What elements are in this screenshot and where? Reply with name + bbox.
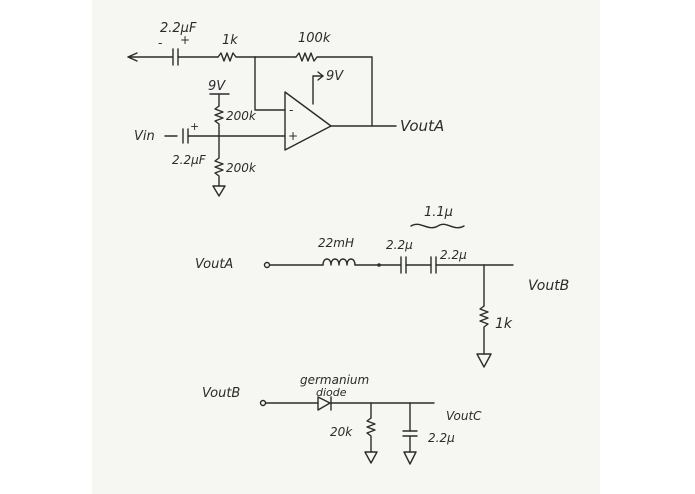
label-inductor: 22mH <box>318 236 354 250</box>
label-cap1: 2.2μ <box>386 238 413 252</box>
label-opamp-plus: + <box>288 129 298 143</box>
stage2-lc-filter <box>263 223 514 368</box>
junction-dot <box>377 263 381 267</box>
inductor <box>322 258 356 266</box>
filter-capacitor <box>402 430 418 453</box>
label-bias-r-bottom: 200k <box>226 161 257 175</box>
label-input-cap-plus: + <box>190 120 199 133</box>
stage3-diode-detector <box>259 396 435 465</box>
label-r-in: 1k <box>222 33 238 48</box>
load-resistor <box>366 417 376 453</box>
supply-arrow <box>317 71 324 81</box>
opamp <box>284 91 332 151</box>
label-cap-fb: 2.2μF <box>160 21 197 36</box>
wire <box>209 93 230 107</box>
ground-symbol <box>476 353 492 368</box>
label-cap-fb-minus: - <box>158 36 162 50</box>
label-supply-top: 9V <box>326 69 344 84</box>
labels: 2.2μF - + 1k 100k 9V 9V 200k 200k - + Vi… <box>134 21 569 445</box>
label-vin: Vin <box>134 129 155 144</box>
ground-symbol <box>364 451 378 464</box>
bias-resistor-bottom <box>214 135 224 187</box>
label-vout-b: VoutB <box>528 278 569 294</box>
input-arrow <box>127 52 173 62</box>
input-wire <box>164 128 286 144</box>
label-bias-r-top: 200k <box>226 109 257 123</box>
input-resistor <box>217 52 256 62</box>
ground-symbol <box>212 185 226 197</box>
feedback-resistor <box>295 52 373 127</box>
label-cap-in: 2.2μF <box>172 153 207 167</box>
label-stage2-input: VoutA <box>195 257 233 272</box>
capacitor-2 <box>430 256 437 274</box>
label-diode-line1: germanium <box>300 373 369 387</box>
label-vout-a: VoutA <box>400 117 444 135</box>
label-series-total: 1.1μ <box>424 205 453 220</box>
supply-wire <box>312 75 324 105</box>
stage1-opamp-circuit <box>127 48 397 197</box>
feedback-capacitor <box>172 48 179 66</box>
shunt-resistor <box>479 305 489 355</box>
label-load-r: 20k <box>330 425 353 439</box>
label-opamp-minus: - <box>289 103 293 117</box>
label-r-fb: 100k <box>298 31 331 46</box>
label-cap2: 2.2μ <box>440 248 467 262</box>
label-cap-fb-plus: + <box>180 33 190 47</box>
label-filter-cap: 2.2μ <box>428 431 455 445</box>
ground-symbol <box>403 451 417 465</box>
label-vout-c: VoutC <box>446 409 482 423</box>
label-diode-line2: diode <box>316 386 347 399</box>
input-terminal <box>263 261 271 269</box>
capacitor-1 <box>400 256 407 274</box>
wire <box>254 56 286 111</box>
label-supply-bias: 9V <box>208 79 226 94</box>
input-terminal <box>259 399 267 407</box>
label-stage3-input: VoutB <box>202 386 240 401</box>
bias-resistor-top <box>214 105 224 137</box>
label-shunt-r: 1k <box>495 316 513 332</box>
paper-sheet <box>92 0 600 494</box>
series-brace <box>410 223 465 229</box>
